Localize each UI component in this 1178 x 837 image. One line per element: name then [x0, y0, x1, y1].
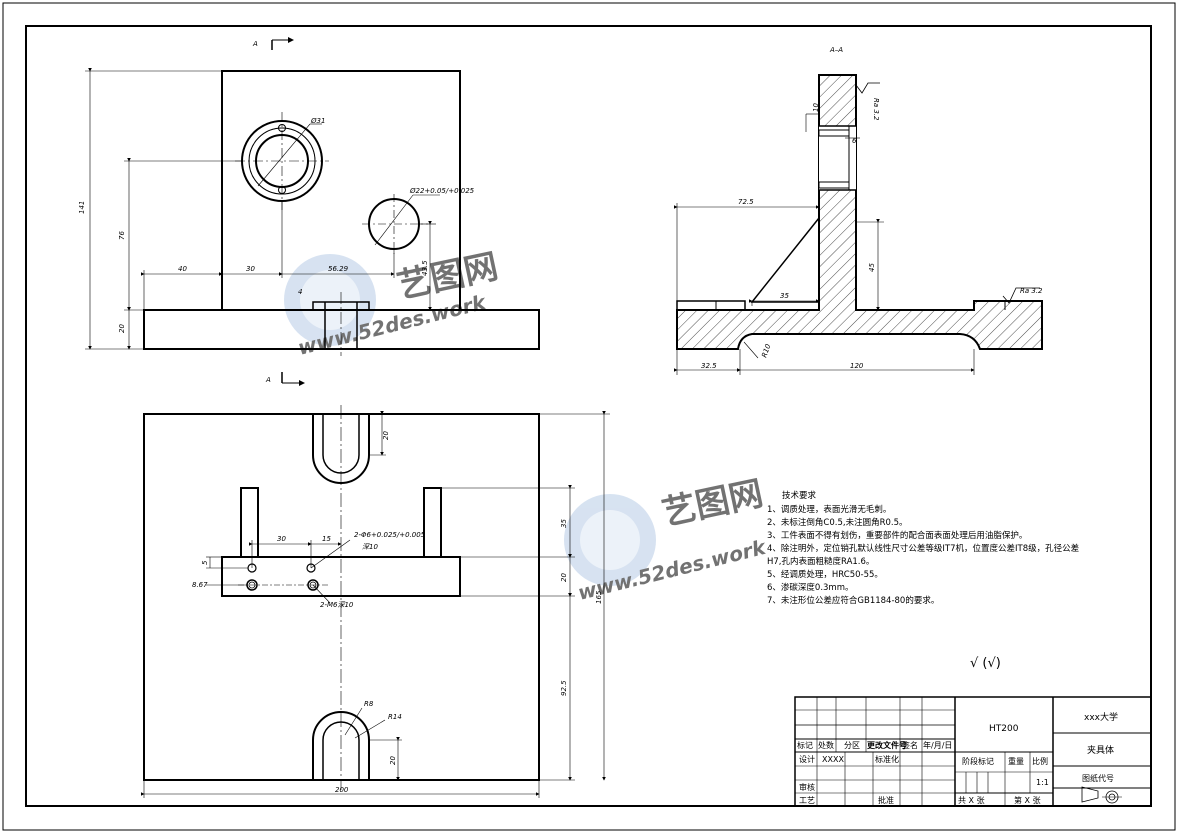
dim-20-bot: 20 — [389, 756, 397, 765]
note-holes: 2-Φ6+0.025/+0.005 — [354, 531, 426, 539]
roughness-mark: √ (√) — [970, 656, 1001, 671]
roughness-2: Ra 3.2 — [1020, 287, 1043, 295]
dim-120: 120 — [850, 362, 864, 370]
dim-15: 15 — [322, 535, 331, 543]
tech-requirements: 技术要求 1、调质处理，表面光滑无毛刺。 2、未标注倒角C0.5,未注圆角R0.… — [767, 490, 1079, 671]
dim-32-5: 32.5 — [701, 362, 717, 370]
dim-8-67: 8.67 — [192, 581, 208, 589]
tech-item-1: 1、调质处理，表面光滑无毛刺。 — [767, 504, 891, 515]
dim-phi31: Ø31 — [310, 117, 325, 125]
sheets-total: 共 X 张 — [958, 796, 985, 805]
dim-4: 4 — [298, 288, 302, 296]
dim-45: 45 — [868, 263, 876, 272]
title-block — [794, 696, 1152, 807]
process-label: 工艺 — [799, 796, 815, 805]
dim-phi22: Ø22+0.05/+0.025 — [409, 187, 475, 195]
dim-43-5: 43.5 — [421, 260, 429, 276]
dim-10: 10 — [812, 103, 820, 112]
h-sign: 签名 — [902, 740, 918, 750]
designer: XXXX — [822, 755, 844, 764]
sheet-no: 第 X 张 — [1014, 795, 1041, 805]
front-view-labels: A A 141 76 20 40 30 56.29 43.5 4 Ø31 Ø22… — [78, 40, 475, 384]
h-mark: 标记 — [797, 740, 813, 750]
dim-76: 76 — [118, 231, 126, 240]
dim-40: 40 — [178, 265, 187, 273]
top-view-labels: 20 35 20 92.5 165 20 200 30 15 5 8.67 R8… — [192, 431, 603, 794]
tech-item-4b: H7,孔内表面粗糙度RA1.6。 — [767, 556, 874, 567]
scale-value: 1:1 — [1036, 778, 1049, 787]
scale-label: 比例 — [1032, 756, 1048, 766]
dim-r14: R14 — [388, 713, 402, 721]
section-label-top: A — [252, 40, 258, 48]
dim-r8: R8 — [364, 700, 374, 708]
dim-20: 20 — [118, 324, 126, 333]
weight-label: 重量 — [1008, 756, 1024, 766]
dim-20-top: 20 — [382, 431, 390, 440]
inner-frame — [25, 25, 1152, 807]
dim-6: 6 — [852, 137, 857, 145]
watermark-brand-2: 艺图网 — [659, 473, 767, 533]
dim-20-mid: 20 — [560, 573, 568, 582]
tech-item-3: 3、工件表面不得有划伤，重要部件的配合面表面处理后用油脂保护。 — [767, 530, 1027, 541]
tech-item-4: 4、除注明外，定位销孔默认线性尺寸公差等级IT7机，位置度公差IT8级，孔径公差 — [767, 543, 1079, 554]
dim-35-top: 35 — [560, 519, 568, 528]
drawing-code: 图纸代号 — [1082, 773, 1114, 783]
dim-30-top: 30 — [277, 535, 286, 543]
stage-label: 阶段标记 — [962, 756, 994, 766]
section-view — [674, 74, 1043, 375]
dim-5: 5 — [201, 560, 209, 565]
design-label: 设计 — [799, 754, 815, 764]
tech-title: 技术要求 — [782, 490, 817, 501]
dim-r10: R10 — [760, 342, 772, 358]
tech-item-7: 7、未注形位公差应符合GB1184-80的要求。 — [767, 595, 939, 606]
dim-200: 200 — [335, 786, 349, 794]
h-count: 处数 — [818, 740, 834, 750]
material: HT200 — [989, 724, 1019, 734]
dim-92-5: 92.5 — [560, 680, 568, 696]
tech-item-2: 2、未标注倒角C0.5,未注圆角R0.5。 — [767, 517, 908, 528]
tech-item-6: 6、渗碳深度0.3mm。 — [767, 582, 854, 593]
front-view — [85, 37, 540, 386]
dim-35: 35 — [780, 292, 789, 300]
h-doc: 更改文件号 — [867, 740, 907, 750]
dim-30: 30 — [246, 265, 255, 273]
title-block-text: HT200 xxx大学 夹具体 图纸代号 比例 1:1 重量 阶段标记 共 X … — [797, 711, 1118, 805]
dim-72-5: 72.5 — [738, 198, 754, 206]
dim-141: 141 — [78, 201, 86, 214]
dim-165: 165 — [595, 590, 603, 604]
review-label: 审核 — [799, 782, 815, 792]
watermark-1: 艺图网 www.52des.work — [284, 246, 502, 360]
note-depth: 深10 — [362, 543, 378, 551]
approve-label: 批准 — [878, 795, 894, 805]
school-name: xxx大学 — [1084, 711, 1118, 723]
h-zone: 分区 — [844, 741, 860, 750]
note-thread: 2-M6深10 — [320, 601, 354, 609]
roughness-1: Ra 3.2 — [872, 98, 880, 121]
standard-label: 标准化 — [875, 754, 899, 764]
section-view-title: A–A — [829, 46, 843, 54]
part-name: 夹具体 — [1087, 744, 1114, 756]
dim-56-29: 56.29 — [328, 265, 349, 273]
watermark-2: 艺图网 www.52des.work — [564, 473, 769, 605]
tech-item-5: 5、经调质处理，HRC50-55。 — [767, 569, 883, 580]
h-date: 年/月/日 — [923, 740, 952, 750]
section-label-bottom: A — [265, 376, 271, 384]
top-view — [141, 405, 610, 798]
